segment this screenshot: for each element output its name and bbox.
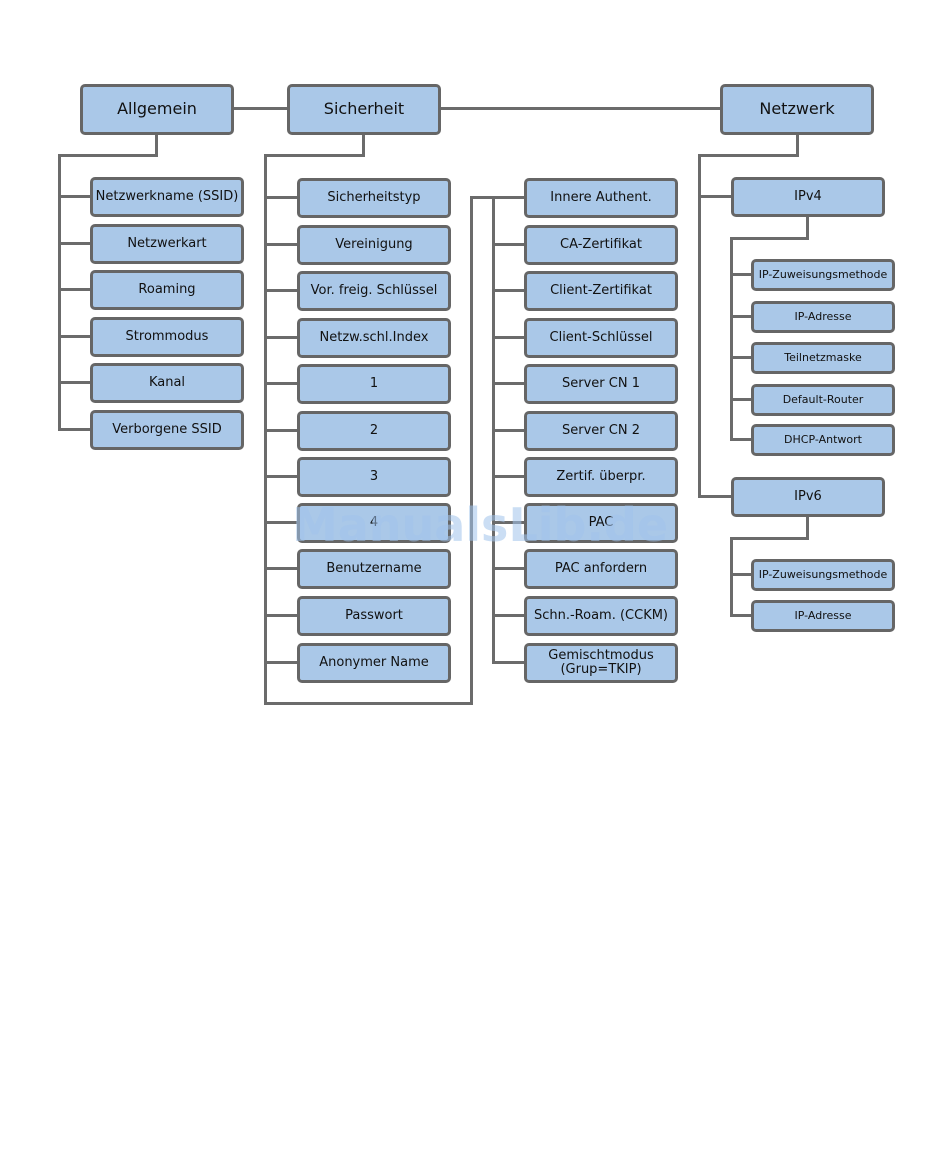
ipv6-item[interactable]: IP-Adresse	[751, 600, 895, 632]
connector	[492, 661, 525, 664]
ipv4-item[interactable]: IP-Zuweisungsmethode	[751, 259, 895, 291]
menu-netzwerk-node[interactable]: Netzwerk	[720, 84, 874, 135]
netzwerk-ipv4-node[interactable]: IPv4	[731, 177, 885, 217]
allgemein-item[interactable]: Verborgene SSID	[90, 410, 244, 450]
connector	[730, 614, 752, 617]
sicherheit-item[interactable]: Innere Authent.	[524, 178, 678, 218]
connector	[730, 273, 752, 276]
sicherheit-item[interactable]: Server CN 2	[524, 411, 678, 451]
menu-allgemein-node[interactable]: Allgemein	[80, 84, 234, 135]
sicherheit-item[interactable]: Anonymer Name	[297, 643, 451, 683]
sicherheit-item[interactable]: Client-Zertifikat	[524, 271, 678, 311]
sicherheit-item[interactable]: PAC anfordern	[524, 549, 678, 589]
connector	[492, 243, 525, 246]
connector	[698, 495, 732, 498]
connector	[264, 429, 298, 432]
connector	[264, 336, 298, 339]
sicherheit-item[interactable]: CA-Zertifikat	[524, 225, 678, 265]
connector	[806, 216, 809, 239]
connector	[492, 475, 525, 478]
connector	[492, 336, 525, 339]
allgemein-item[interactable]: Netzwerkart	[90, 224, 244, 264]
connector	[698, 195, 732, 198]
connector	[58, 428, 91, 431]
connector	[264, 702, 472, 705]
ipv4-item[interactable]: DHCP-Antwort	[751, 424, 895, 456]
connector	[796, 134, 799, 156]
sicherheit-item[interactable]: Zertif. überpr.	[524, 457, 678, 497]
connector	[730, 537, 809, 540]
connector	[264, 382, 298, 385]
sicherheit-item[interactable]: Vor. freig. Schlüssel	[297, 271, 451, 311]
connector	[264, 661, 298, 664]
connector	[264, 475, 298, 478]
sicherheit-item[interactable]: Benutzername	[297, 549, 451, 589]
connector	[440, 107, 721, 110]
connector	[730, 573, 752, 576]
netzwerk-ipv6-node[interactable]: IPv6	[731, 477, 885, 517]
connector	[264, 196, 298, 199]
connector	[58, 335, 91, 338]
sicherheit-item[interactable]: Schn.-Roam. (CCKM)	[524, 596, 678, 636]
allgemein-item[interactable]: Netzwerkname (SSID)	[90, 177, 244, 217]
sicherheit-item[interactable]: 2	[297, 411, 451, 451]
connector	[492, 429, 525, 432]
connector	[58, 242, 91, 245]
connector	[233, 107, 287, 110]
connector	[492, 521, 525, 524]
connector	[730, 438, 752, 441]
connector	[730, 237, 733, 440]
connector	[264, 289, 298, 292]
ipv6-item[interactable]: IP-Zuweisungsmethode	[751, 559, 895, 591]
ipv4-item[interactable]: Teilnetzmaske	[751, 342, 895, 374]
connector	[58, 381, 91, 384]
sicherheit-item[interactable]: Client-Schlüssel	[524, 318, 678, 358]
connector	[698, 154, 799, 157]
connector	[470, 196, 525, 199]
sicherheit-item[interactable]: Server CN 1	[524, 364, 678, 404]
connector	[492, 567, 525, 570]
sicherheit-item[interactable]: Sicherheitstyp	[297, 178, 451, 218]
connector	[264, 567, 298, 570]
connector	[730, 537, 733, 616]
connector	[730, 356, 752, 359]
ipv4-item[interactable]: Default-Router	[751, 384, 895, 416]
connector	[264, 154, 365, 157]
connector	[492, 382, 525, 385]
connector	[470, 196, 473, 705]
allgemein-item[interactable]: Kanal	[90, 363, 244, 403]
connector	[806, 516, 809, 539]
connector	[492, 614, 525, 617]
connector	[264, 521, 298, 524]
connector	[155, 134, 158, 156]
sicherheit-item[interactable]: 4	[297, 503, 451, 543]
connector	[730, 237, 809, 240]
connector	[730, 398, 752, 401]
connector	[264, 614, 298, 617]
ipv4-item[interactable]: IP-Adresse	[751, 301, 895, 333]
connector	[58, 154, 158, 157]
sicherheit-item[interactable]: Netzw.schl.Index	[297, 318, 451, 358]
sicherheit-item[interactable]: PAC	[524, 503, 678, 543]
menu-sicherheit-node[interactable]: Sicherheit	[287, 84, 441, 135]
allgemein-item[interactable]: Roaming	[90, 270, 244, 310]
sicherheit-item[interactable]: 1	[297, 364, 451, 404]
connector	[730, 315, 752, 318]
connector	[362, 134, 365, 156]
connector	[58, 154, 61, 430]
sicherheit-item[interactable]: 3	[297, 457, 451, 497]
connector	[264, 243, 298, 246]
sicherheit-item[interactable]: Gemischtmodus (Grup=TKIP)	[524, 643, 678, 683]
allgemein-item[interactable]: Strommodus	[90, 317, 244, 357]
sicherheit-item[interactable]: Passwort	[297, 596, 451, 636]
connector	[698, 154, 701, 497]
connector	[58, 195, 91, 198]
sicherheit-item[interactable]: Vereinigung	[297, 225, 451, 265]
connector	[58, 288, 91, 291]
connector	[492, 289, 525, 292]
